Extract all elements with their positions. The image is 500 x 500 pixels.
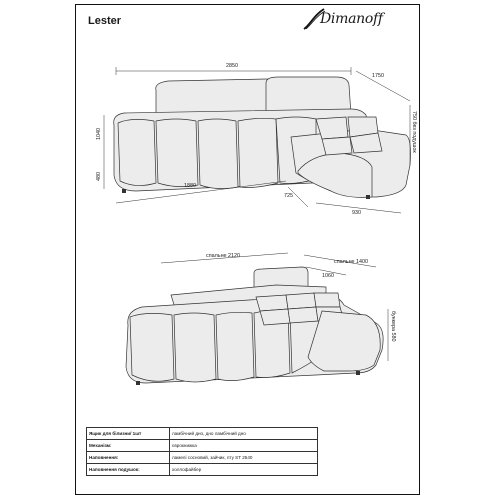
table-row: Ящик для білизни/ 1шт ламбічний дно, дно… [86, 427, 318, 440]
table-row: Наповнення: ламелі сосновий, зайчик, пту… [86, 451, 318, 464]
brand-swoosh-icon [303, 8, 326, 30]
sofa-drawings [103, 67, 411, 385]
dim-back-height: 1040 [96, 128, 102, 140]
dim-chaise-width: 930 [352, 210, 361, 216]
dim-box-length: 1060 [322, 273, 334, 279]
dim-chaise-depth: 1750 [372, 73, 384, 79]
dim-seat-height: 480 [96, 172, 102, 181]
specs-table: Ящик для білизни/ 1шт ламбічний дно, дно… [86, 427, 318, 476]
dim-chaise-label: 750 без подушок [411, 111, 417, 153]
dim-seat-depth: 725 [284, 193, 293, 199]
table-row: Наповнення подушок: холлофайбер [86, 463, 318, 476]
spec-sheet: Lester Dimanoff [75, 4, 420, 495]
dim-seat-length: 1880 [184, 183, 196, 189]
dim-sleeping-length: спальне 2120 [206, 253, 241, 259]
dim-sleeping-width: спальне 1400 [334, 259, 369, 265]
table-row: Механізм: єврокнижка [86, 439, 318, 452]
dim-box-height: бункера 580 [390, 311, 396, 342]
brand-logo: Dimanoff [320, 11, 383, 27]
dim-total-length: 2850 [226, 63, 238, 69]
bed-chaise [307, 310, 381, 372]
product-title: Lester [88, 15, 122, 27]
